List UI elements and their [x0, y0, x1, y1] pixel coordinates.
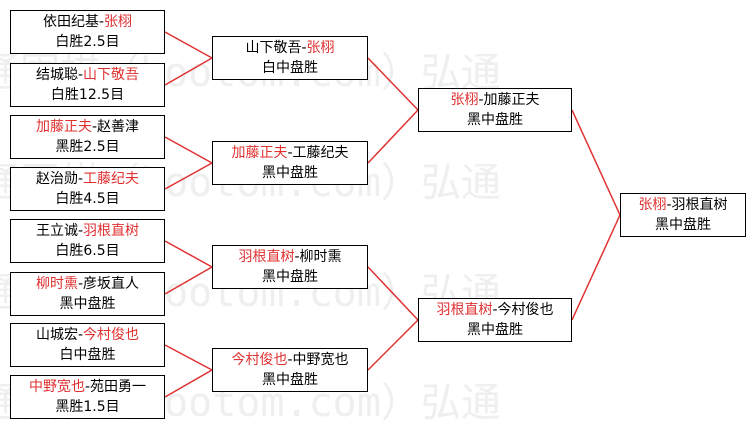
bracket-line [367, 57, 419, 111]
match-box-round2: 山下敬吾-张栩 白中盘胜 [212, 36, 368, 80]
bracket-line [571, 214, 621, 321]
bracket-line [164, 344, 213, 371]
player-name-winner: 柳时熏 [35, 276, 78, 292]
player-name-winner: 中野宽也 [28, 379, 85, 395]
player-name: 中野宽也 [292, 352, 349, 368]
match-box-round1: 依田纪基-张栩 白胜2.5目 [10, 10, 165, 54]
player-name: 王立诚 [35, 223, 78, 239]
match-result: 黑胜2.5目 [55, 139, 120, 155]
player-name-winner: 张栩 [104, 14, 133, 30]
match-result: 黑中盘胜 [467, 112, 523, 128]
player-name: 赵善津 [97, 119, 140, 135]
player-name-winner: 今村俊也 [83, 327, 140, 343]
match-box-final: 张栩-羽根直树 黑中盘胜 [620, 193, 746, 237]
player-name-winner: 张栩 [638, 197, 667, 213]
player-name: 工藤纪夫 [292, 145, 349, 161]
player-name: 山城宏 [35, 327, 78, 343]
match-result: 白胜4.5目 [55, 191, 120, 207]
player-name: 羽根直树 [671, 197, 728, 213]
match-box-round2: 羽根直树-柳时熏 黑中盘胜 [212, 245, 368, 289]
match-box-round1: 中野宽也-苑田勇一 黑胜1.5目 [10, 375, 165, 419]
match-result: 黑中盘胜 [655, 217, 711, 233]
player-name: 依田纪基 [42, 14, 99, 30]
match-box-semifinal: 张栩-加藤正夫 黑中盘胜 [418, 88, 572, 132]
match-result: 白中盘胜 [59, 347, 116, 363]
player-name-winner: 工藤纪夫 [83, 171, 140, 187]
player-name: 赵治勋 [35, 171, 78, 187]
player-name-winner: 羽根直树 [83, 223, 140, 239]
match-box-round1: 王立诚-羽根直树 白胜6.5目 [10, 219, 165, 263]
bracket-line [164, 369, 213, 398]
player-name-winner: 加藤正夫 [231, 145, 288, 161]
match-box-round2: 今村俊也-中野宽也 黑中盘胜 [212, 348, 368, 392]
player-name-winner: 羽根直树 [436, 302, 493, 318]
player-name: 今村俊也 [497, 302, 554, 318]
bracket-line [164, 240, 213, 268]
match-result: 白胜12.5目 [50, 87, 125, 103]
player-name: 山下敬吾 [245, 40, 302, 56]
match-box-round2: 加藤正夫-工藤纪夫 黑中盘胜 [212, 141, 368, 185]
match-result: 黑中盘胜 [262, 165, 318, 181]
bracket-line [164, 57, 213, 86]
bracket-line [367, 109, 419, 164]
bracket-line [367, 266, 419, 321]
match-result: 白中盘胜 [262, 60, 318, 76]
match-result: 黑中盘胜 [262, 269, 318, 285]
player-name-winner: 加藤正夫 [35, 119, 92, 135]
match-result: 黑胜1.5目 [55, 399, 120, 415]
match-box-round1: 柳时熏-彦坂直人 黑中盘胜 [10, 272, 165, 316]
player-name-winner: 今村俊也 [231, 352, 288, 368]
match-box-round1: 赵治勋-工藤纪夫 白胜4.5目 [10, 167, 165, 211]
player-name-winner: 张栩 [450, 92, 479, 108]
player-name: 彦坂直人 [83, 276, 140, 292]
bracket-line [164, 162, 213, 190]
match-box-semifinal: 羽根直树-今村俊也 黑中盘胜 [418, 298, 572, 342]
player-name-winner: 山下敬吾 [83, 67, 140, 83]
player-name: 结城聪 [35, 67, 78, 83]
match-result: 白胜6.5目 [55, 243, 120, 259]
match-result: 黑中盘胜 [467, 322, 523, 338]
player-name: 柳时熏 [299, 249, 342, 265]
bracket-line [164, 31, 213, 59]
match-result: 黑中盘胜 [59, 296, 116, 312]
match-box-round1: 山城宏-今村俊也 白中盘胜 [10, 323, 165, 367]
match-result: 白胜2.5目 [55, 34, 120, 50]
match-result: 黑中盘胜 [262, 372, 318, 388]
bracket-line [571, 109, 621, 216]
player-name-winner: 张栩 [306, 40, 335, 56]
match-box-round1: 加藤正夫-赵善津 黑胜2.5目 [10, 115, 165, 159]
player-name: 加藤正夫 [483, 92, 540, 108]
match-box-round1: 结城聪-山下敬吾 白胜12.5目 [10, 63, 165, 107]
player-name-winner: 羽根直树 [238, 249, 295, 265]
bracket-line [367, 319, 419, 371]
bracket-line [164, 136, 213, 164]
player-name: 苑田勇一 [90, 379, 147, 395]
bracket-line [164, 266, 213, 295]
